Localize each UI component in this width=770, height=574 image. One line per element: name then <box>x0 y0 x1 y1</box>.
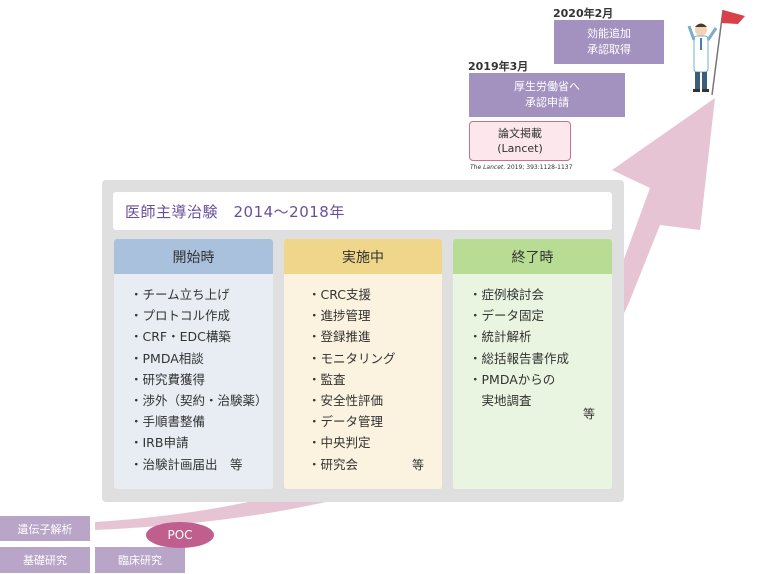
list-item: ・PMDAからの <box>469 371 556 387</box>
list-item: ・PMDA相談 <box>130 350 204 366</box>
list-item: ・手順書整備 <box>130 414 206 430</box>
list-item: ・進捗管理 <box>308 308 371 324</box>
milestone-2020-date: 2020年2月 <box>553 7 614 20</box>
milestone-2020-line-2: 承認取得 <box>587 43 631 56</box>
list-item: ・安全性評価 <box>308 393 384 409</box>
list-item: 実地調査 <box>469 393 532 409</box>
column-ongoing-etc: 等 <box>412 458 425 472</box>
milestone-2019-date: 2019年3月 <box>468 60 529 73</box>
column-end-list: ・症例検討会 ・データ固定 ・統計解析 ・総括報告書作成 ・PMDAからの 実地… <box>453 274 612 411</box>
column-start-list: ・チーム立ち上げ ・プロトコル作成 ・CRF・EDC構築 ・PMDA相談 ・研究… <box>114 274 273 475</box>
list-item: ・プロトコル作成 <box>130 308 231 324</box>
column-end: 終了時 ・症例検討会 ・データ固定 ・統計解析 ・総括報告書作成 ・PMDAから… <box>453 239 612 489</box>
paper-line-2: (Lancet) <box>497 142 543 155</box>
list-item: ・IRB申請 <box>130 435 189 451</box>
list-item: ・モニタリング <box>308 350 396 366</box>
milestone-2019-line-1: 厚生労働省へ <box>514 80 580 93</box>
milestone-2020-line-1: 効能追加 <box>587 27 631 40</box>
list-item: ・研究会 <box>308 456 359 472</box>
column-ongoing-header: 実施中 <box>284 239 442 274</box>
list-item: ・統計解析 <box>469 329 532 345</box>
paper-citation: The Lancet. 2019; 393:1128-1137 <box>470 164 572 171</box>
column-end-etc: 等 <box>583 407 596 421</box>
person-with-flag-icon <box>687 9 745 96</box>
list-item: ・研究費獲得 <box>130 371 206 387</box>
milestone-2020-box: 効能追加 承認取得 <box>554 20 664 64</box>
list-item: ・CRC支援 <box>308 287 372 302</box>
list-item: ・監査 <box>308 371 346 387</box>
milestone-2019-box: 厚生労働省へ 承認申請 <box>469 73 625 117</box>
list-item: ・データ管理 <box>308 414 384 430</box>
list-item: ・CRF・EDC構築 <box>130 329 231 345</box>
paper-box: 論文掲載 (Lancet) <box>469 121 571 161</box>
list-item: ・中央判定 <box>308 435 371 451</box>
citation-journal: The Lancet <box>470 164 504 171</box>
list-item: ・データ固定 <box>469 308 545 324</box>
stage-basic-research: 基礎研究 <box>0 547 90 573</box>
stage-gene-analysis: 遺伝子解析 <box>0 516 90 541</box>
list-item: ・症例検討会 <box>469 287 545 302</box>
list-item: ・治験計画届出 等 <box>130 456 243 472</box>
list-item: ・チーム立ち上げ <box>130 287 230 302</box>
list-item: ・登録推進 <box>308 329 371 345</box>
stage-clinical-research: 臨床研究 <box>95 547 185 573</box>
milestone-2019-line-2: 承認申請 <box>525 96 569 109</box>
trial-title: 医師主導治験 2014〜2018年 <box>113 192 612 230</box>
paper-line-1: 論文掲載 <box>498 127 542 140</box>
column-start: 開始時 ・チーム立ち上げ ・プロトコル作成 ・CRF・EDC構築 ・PMDA相談… <box>114 239 273 489</box>
list-item: ・渉外（契約・治験薬） <box>130 393 268 409</box>
list-item: ・総括報告書作成 <box>469 350 570 366</box>
column-start-header: 開始時 <box>114 239 273 274</box>
citation-details: . 2019; 393:1128-1137 <box>503 164 573 171</box>
column-ongoing: 実施中 ・CRC支援 ・進捗管理 ・登録推進 ・モニタリング ・監査 ・安全性評… <box>284 239 442 489</box>
column-ongoing-list: ・CRC支援 ・進捗管理 ・登録推進 ・モニタリング ・監査 ・安全性評価 ・デ… <box>284 274 442 475</box>
poc-ellipse: POC <box>146 522 214 548</box>
column-end-header: 終了時 <box>453 239 612 274</box>
